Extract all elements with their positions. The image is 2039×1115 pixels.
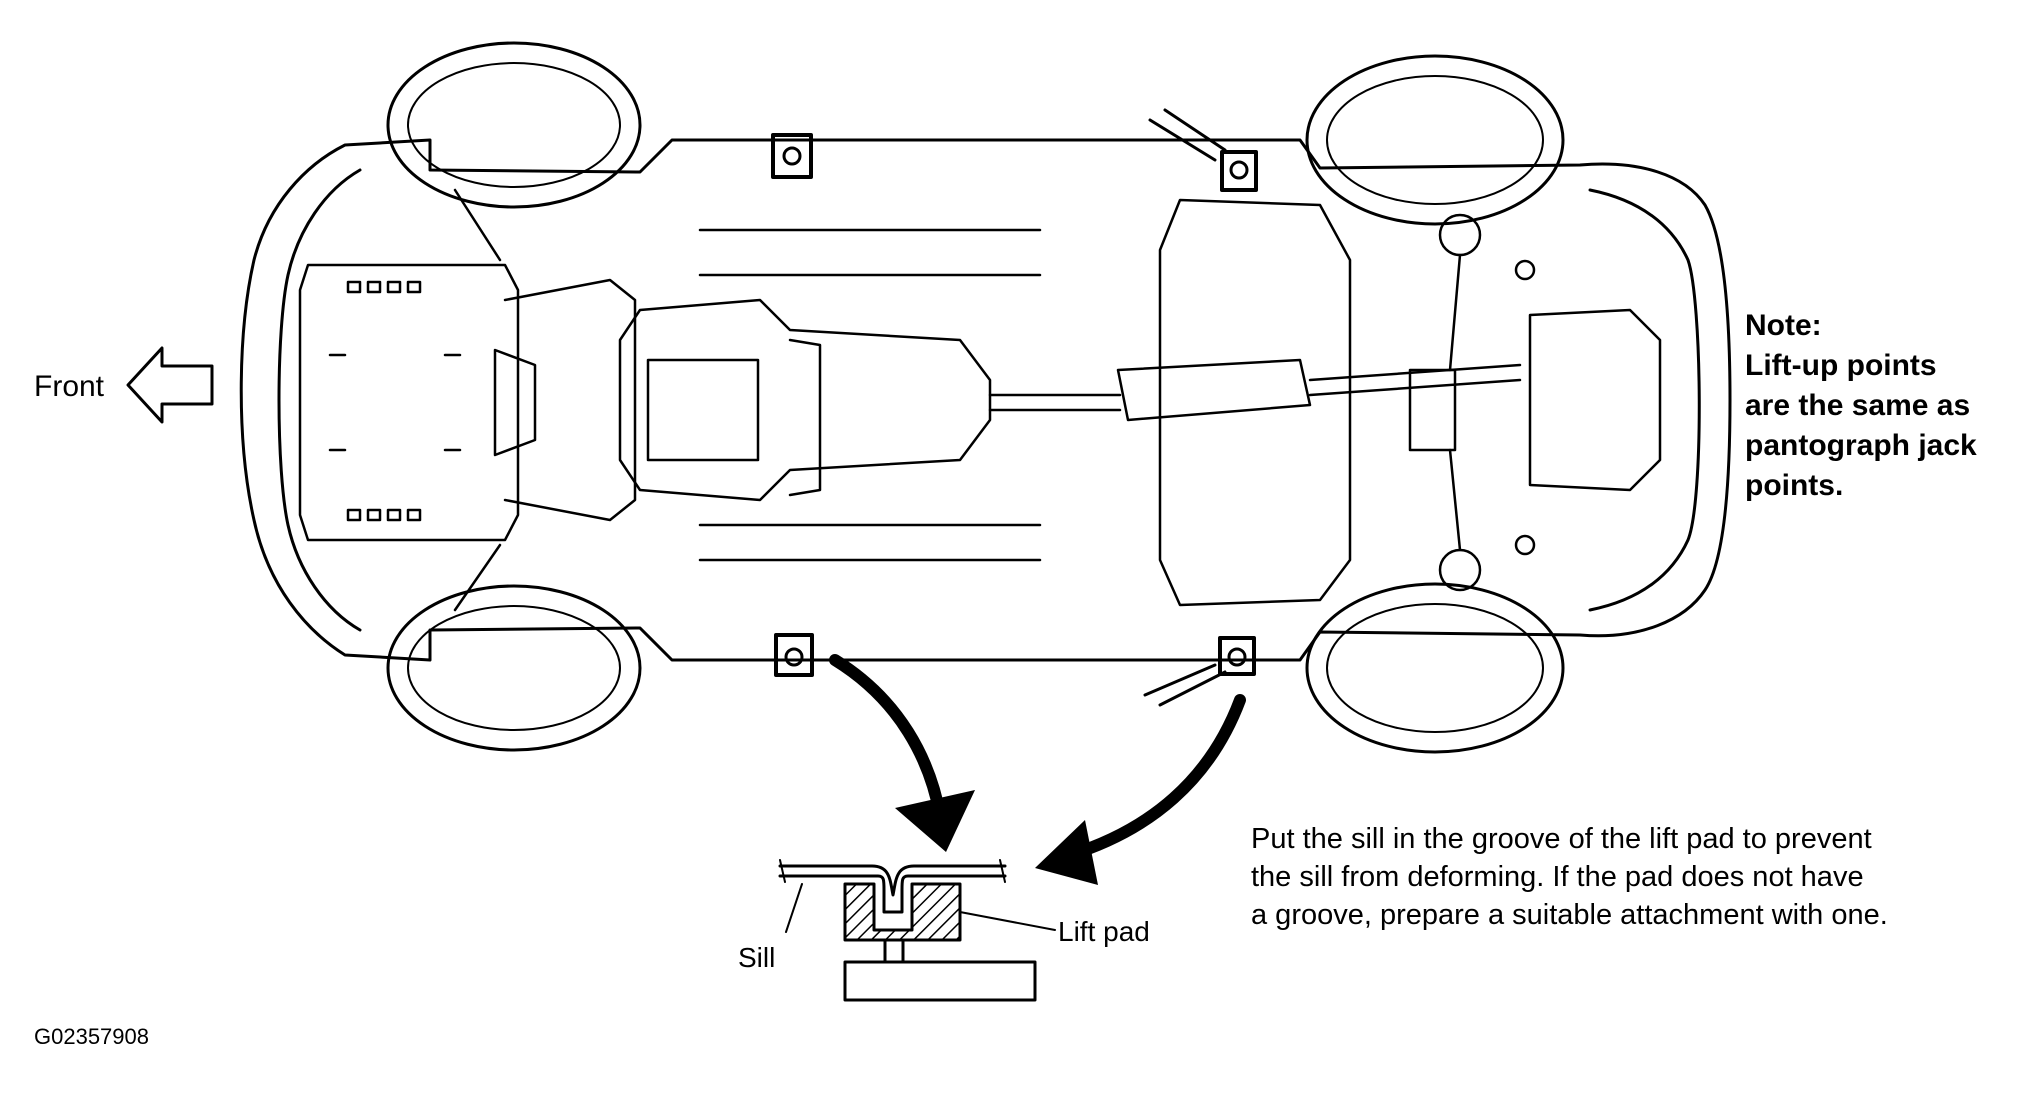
callout-arrow-left — [829, 654, 975, 852]
note-block: Note: Lift-up points are the same as pan… — [1745, 306, 1977, 506]
figure-code: G02357908 — [34, 1024, 149, 1049]
car-body-outline — [239, 138, 1732, 662]
lift-point-front-left — [771, 133, 813, 179]
exhaust-muffler — [1116, 358, 1522, 422]
instruction-line: a groove, prepare a suitable attachment … — [1251, 899, 1888, 931]
transmission-tunnel — [618, 228, 1122, 562]
note-line: are the same as — [1745, 389, 1971, 422]
front-right-wheel — [386, 584, 642, 752]
rear-right-wheel — [1305, 582, 1565, 754]
instruction-block: Put the sill in the groove of the lift p… — [1251, 820, 1888, 934]
rear-left-wheel — [1305, 54, 1565, 226]
note-title: Note: — [1745, 309, 1822, 342]
fuel-tank — [1158, 198, 1352, 607]
rear-suspension — [1408, 213, 1662, 592]
sill-label: Sill — [738, 942, 776, 973]
note-line: Lift-up points — [1745, 349, 1937, 382]
instruction-line: Put the sill in the groove of the lift p… — [1251, 823, 1872, 855]
instruction-line: the sill from deforming. If the pad does… — [1251, 861, 1864, 893]
note-line: pantograph jack — [1745, 429, 1977, 462]
lift-point-rear-right — [1143, 636, 1256, 707]
lift-point-rear-left — [1148, 108, 1258, 192]
lift-point-front-right — [774, 633, 814, 677]
front-direction-label: Front — [34, 370, 105, 403]
front-subframe — [298, 188, 637, 612]
lift-pad-detail — [778, 859, 1056, 1002]
lift-pad-label: Lift pad — [1058, 916, 1150, 947]
note-line: points. — [1745, 469, 1844, 502]
front-arrow-icon — [126, 346, 214, 424]
front-left-wheel — [386, 41, 642, 209]
callout-arrow-right — [1035, 694, 1246, 885]
